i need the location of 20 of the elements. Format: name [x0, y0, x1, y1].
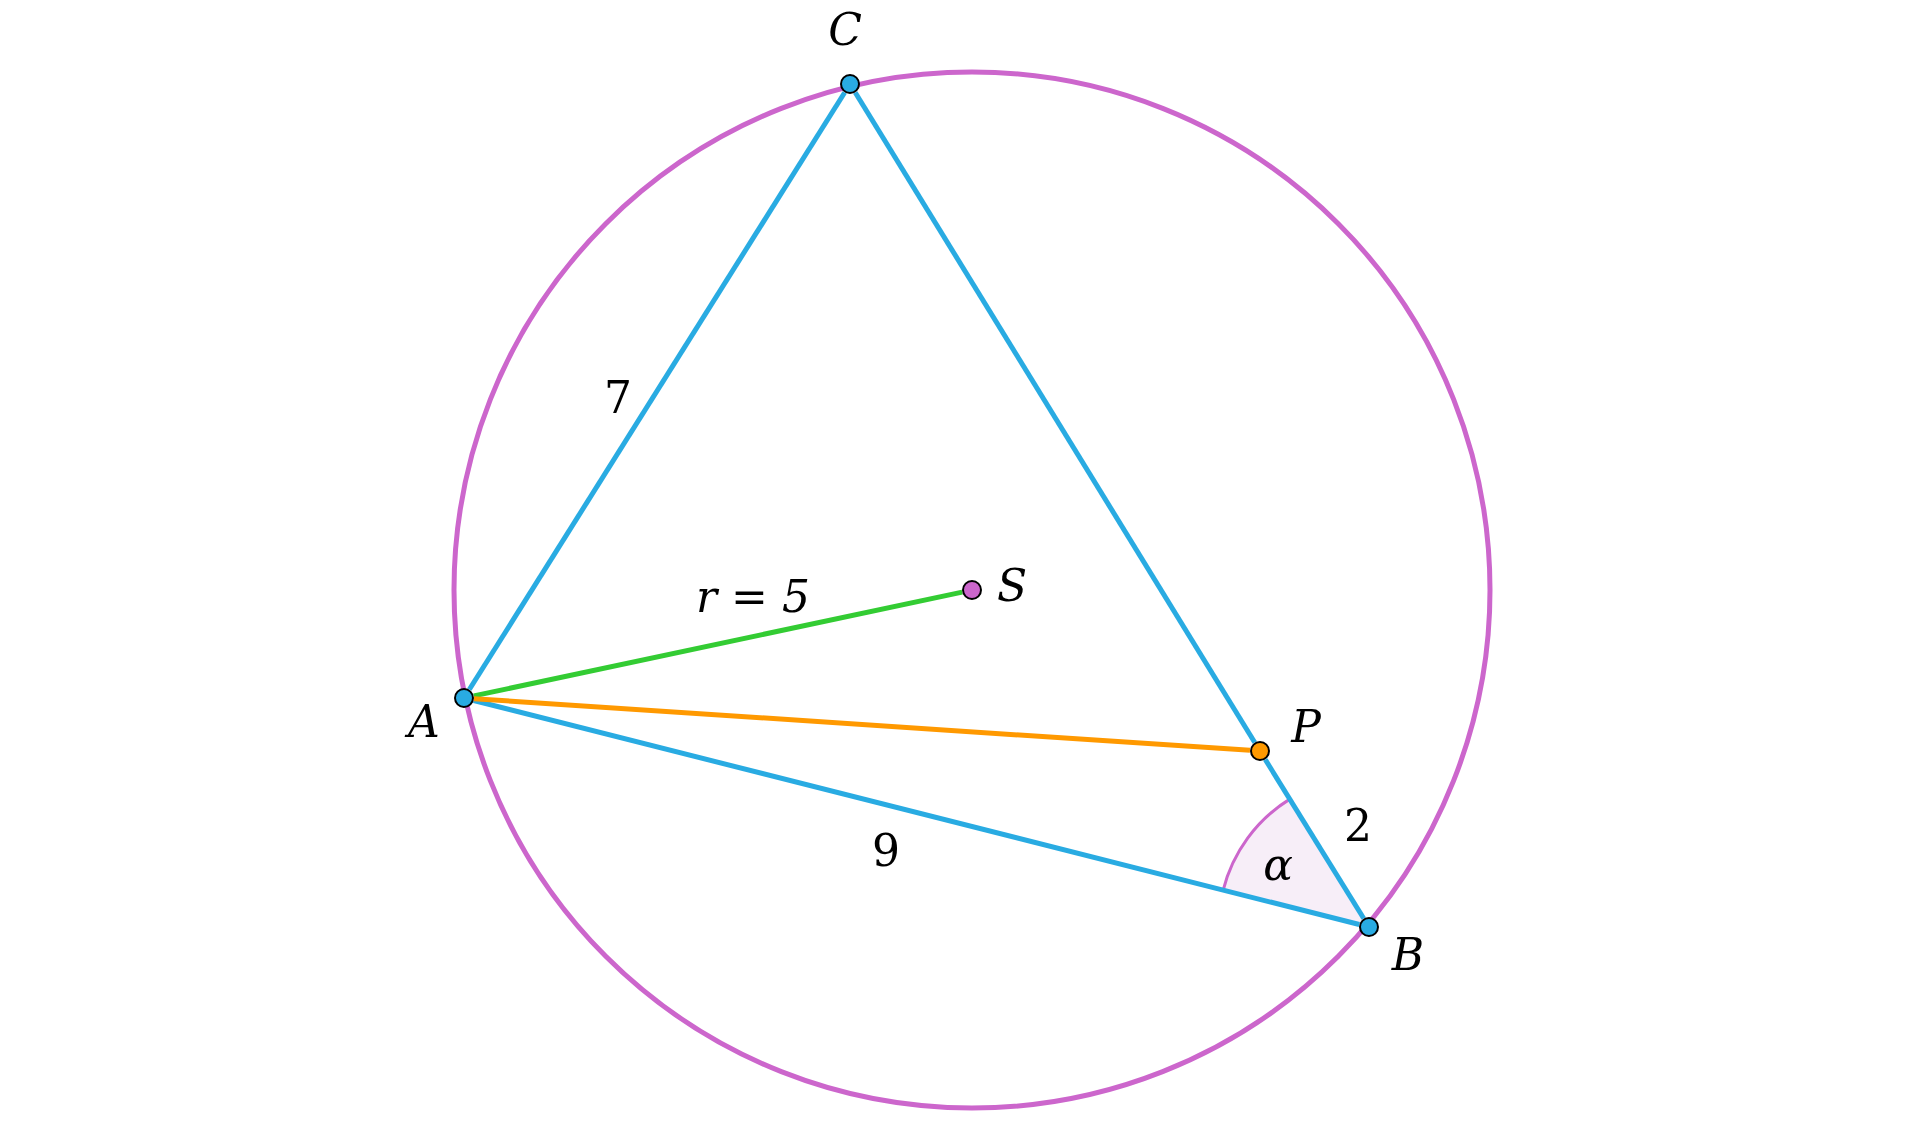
line-segment [473, 589, 963, 699]
line-segment [853, 91, 1257, 744]
point-marker [1359, 917, 1379, 937]
point-label: P [1291, 705, 1321, 749]
line-segment [473, 698, 1360, 927]
line-segment [1263, 758, 1366, 920]
angle-label: α [1263, 843, 1293, 887]
point-label: C [828, 8, 862, 52]
edge-label: 7 [604, 376, 632, 420]
line-segment [473, 696, 1251, 753]
edge-label: 9 [872, 829, 900, 873]
line-segment [467, 91, 847, 691]
point-label: S [996, 564, 1028, 608]
point-label: B [1391, 933, 1425, 977]
point-marker [454, 688, 474, 708]
point-marker [962, 580, 982, 600]
point-marker [1250, 741, 1270, 761]
point-marker [840, 74, 860, 94]
edge-label: 2 [1344, 804, 1372, 848]
edge-label: r = 5 [696, 575, 810, 619]
